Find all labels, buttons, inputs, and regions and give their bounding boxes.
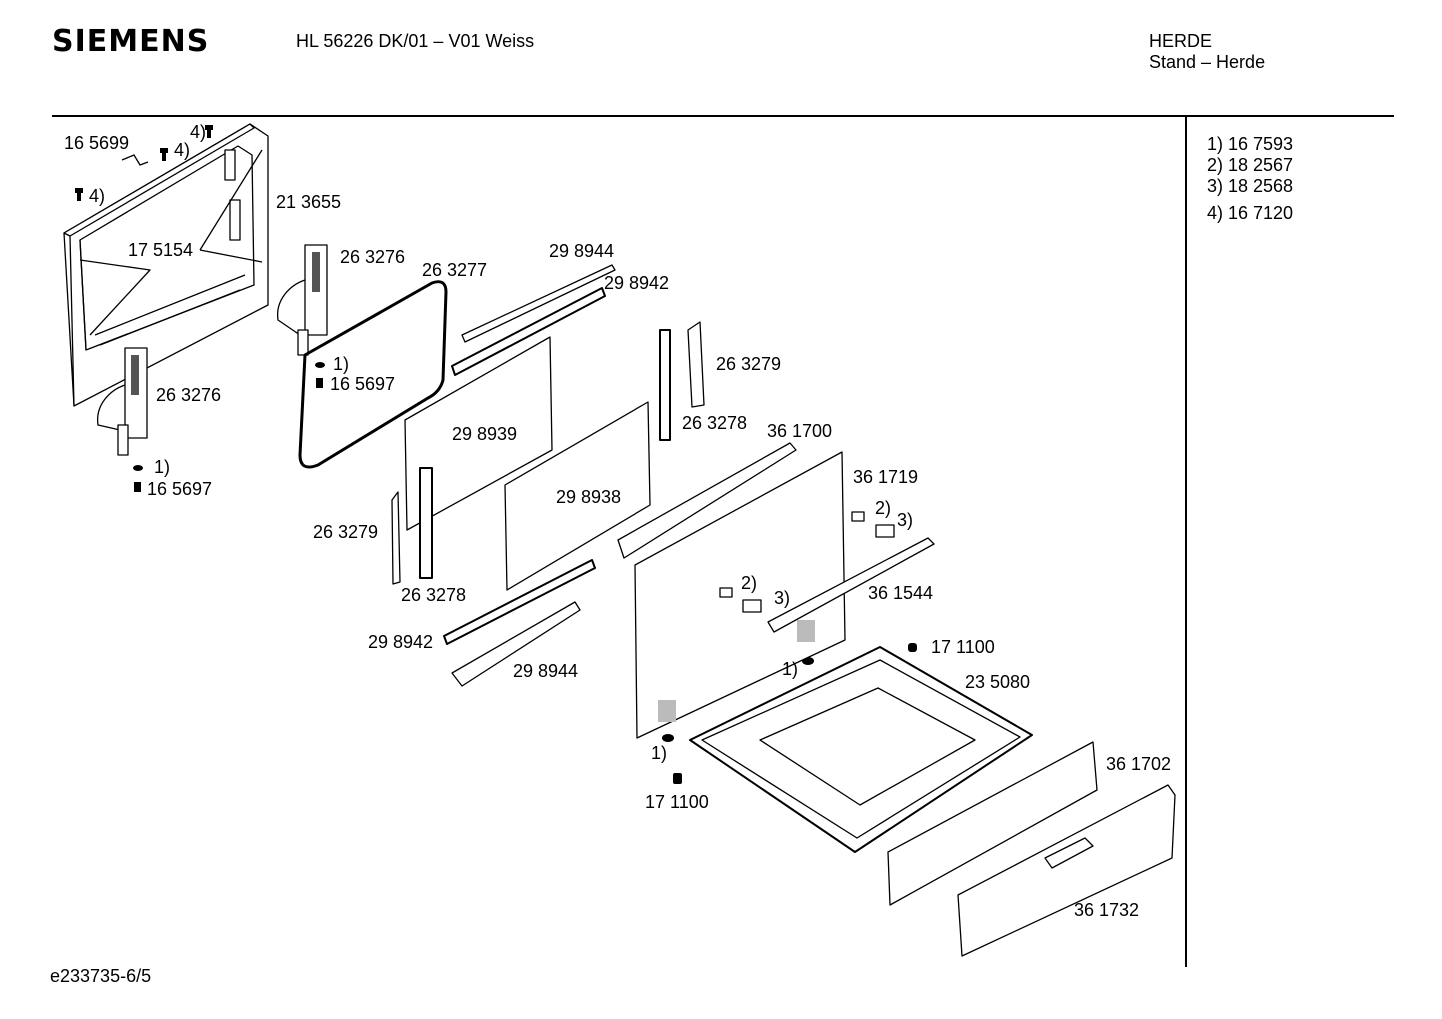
label-36-1732: 36 1732 [1074, 900, 1140, 920]
door-frame-part [63, 123, 269, 407]
screws [75, 125, 917, 784]
header-divider [52, 115, 1394, 117]
label-29-8942: 29 8942 [604, 273, 670, 293]
label-note-2: 2) [741, 573, 758, 593]
label-26-3278: 26 3278 [401, 585, 467, 605]
label-note-3: 3) [897, 510, 914, 530]
label-note-2: 2) [875, 498, 892, 518]
label-note-4: 4) [190, 122, 207, 142]
label-29-8939: 29 8939 [452, 424, 518, 444]
label-16-5699: 16 5699 [64, 133, 130, 153]
label-16-5697: 16 5697 [147, 479, 213, 499]
base-panel [634, 451, 846, 739]
side-strips [391, 321, 705, 585]
model-title: HL 56226 DK/01 – V01 Weiss [296, 31, 535, 51]
document-code: e233735-6/5 [50, 966, 152, 986]
label-26-3278: 26 3278 [682, 413, 748, 433]
drawer-front [957, 784, 1176, 957]
label-29-8942: 29 8942 [368, 632, 434, 652]
label-17-1100: 17 1100 [931, 637, 995, 657]
label-note-3: 3) [774, 588, 791, 608]
legend-item: 4) 16 7120 [1207, 203, 1294, 223]
hinges [97, 244, 328, 456]
label-note-1: 1) [651, 743, 668, 763]
glass-pane-inner [404, 336, 553, 531]
subcategory-title: Stand – Herde [1149, 52, 1266, 72]
legend-item: 3) 18 2568 [1207, 176, 1294, 196]
label-note-1: 1) [154, 457, 171, 477]
label-21-3655: 21 3655 [276, 192, 342, 212]
door-seal [298, 280, 448, 469]
label-29-8938: 29 8938 [556, 487, 622, 507]
label-29-8944: 29 8944 [513, 661, 579, 681]
brand-logo: SIEMENS [52, 24, 210, 59]
label-26-3279: 26 3279 [716, 354, 782, 374]
label-note-1: 1) [333, 354, 350, 374]
label-36-1544: 36 1544 [868, 583, 934, 603]
label-16-5697: 16 5697 [330, 374, 396, 394]
label-note-4: 4) [89, 186, 106, 206]
label-26-3276: 26 3276 [156, 385, 222, 405]
door-trim [617, 442, 797, 559]
drawer-tray [689, 646, 1033, 853]
category-title: HERDE [1149, 31, 1213, 51]
legend-divider [1185, 117, 1187, 967]
small-clips [719, 511, 895, 613]
label-36-1719: 36 1719 [853, 467, 919, 487]
legend-item: 1) 16 7593 [1207, 134, 1294, 154]
drawer-inner-panel [887, 741, 1098, 906]
label-26-3276: 26 3276 [340, 247, 406, 267]
glass-pane-outer [504, 401, 651, 591]
rod-part [767, 537, 935, 633]
label-29-8944: 29 8944 [549, 241, 615, 261]
label-26-3277: 26 3277 [422, 260, 488, 280]
label-36-1702: 36 1702 [1106, 754, 1172, 774]
label-note-4: 4) [174, 140, 191, 160]
label-36-1700: 36 1700 [767, 421, 833, 441]
callout-lines [79, 149, 263, 336]
label-17-1100: 17 1100 [645, 792, 709, 812]
label-23-5080: 23 5080 [965, 672, 1031, 692]
label-17-5154: 17 5154 [128, 240, 194, 260]
label-26-3279: 26 3279 [313, 522, 379, 542]
clip-part [121, 154, 149, 166]
rails [443, 264, 616, 687]
legend-item: 2) 18 2567 [1207, 155, 1294, 175]
label-note-1: 1) [782, 659, 799, 679]
